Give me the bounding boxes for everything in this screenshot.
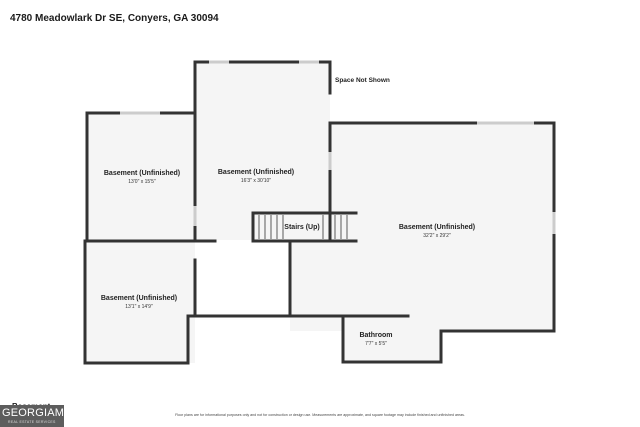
wall-east-south: [288, 240, 345, 364]
room-name-southwest: Basement (Unfinished): [101, 295, 177, 302]
room-dims-east: 32'2" x 29'2": [423, 233, 451, 239]
room-dims-northwest: 13'0" x 15'5": [128, 179, 156, 185]
room-fill-northwest: [87, 113, 195, 240]
room-dims-bathroom: 7'7" x 5'5": [365, 341, 387, 347]
room-name-northwest: Basement (Unfinished): [104, 170, 180, 177]
stairs-label: Stairs (Up): [284, 224, 319, 231]
room-name-east: Basement (Unfinished): [399, 224, 475, 231]
room-fill-east: [330, 123, 554, 331]
logo-subtext: REAL ESTATE SERVICES: [8, 420, 56, 424]
room-fill-southwest: [85, 241, 195, 363]
wall-southwest: [83, 239, 292, 365]
disclaimer: Floor plans are for informational purpos…: [175, 413, 465, 417]
stair-treads: [258, 215, 348, 239]
room-fill-center: [195, 62, 330, 240]
windows: [120, 60, 556, 234]
room-name-bathroom: Bathroom: [359, 332, 392, 339]
georgiamls-logo: GEORGIAMLS REAL ESTATE SERVICES: [0, 405, 78, 427]
room-dims-center: 16'3" x 30'10": [241, 178, 271, 184]
property-address: 4780 Meadowlark Dr SE, Conyers, GA 30094: [10, 13, 219, 24]
room-fill-bathroom: [343, 316, 441, 362]
room-dims-southwest: 13'1" x 14'9": [125, 304, 153, 310]
space-not-shown-note: Space Not Shown: [335, 77, 390, 84]
room-name-center: Basement (Unfinished): [218, 169, 294, 176]
wall-center-top: [193, 60, 332, 242]
logo-text: GEORGIAMLS: [2, 407, 78, 419]
floor-fills: [85, 62, 554, 363]
floor-label: Basement: [12, 401, 50, 407]
